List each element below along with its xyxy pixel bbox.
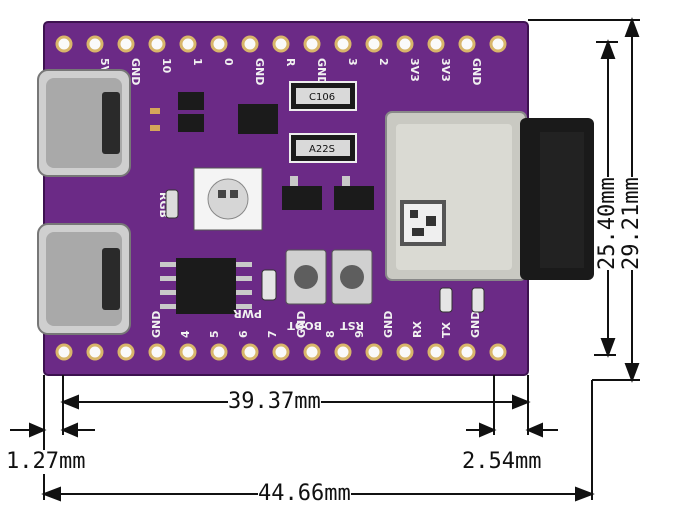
pin-label: 8 (324, 330, 337, 338)
rst-button (331, 249, 373, 305)
tx-led (471, 287, 485, 313)
header-pin (334, 35, 352, 53)
header-pin (86, 343, 104, 361)
pin-label: GND (150, 311, 163, 338)
dimension-edge-right: 2.54mm (462, 449, 542, 474)
header-pin (117, 343, 135, 361)
pin-label: GND (470, 58, 483, 85)
pin-label: GND (295, 311, 308, 338)
header-pin (55, 343, 73, 361)
dimension-width-total: 44.66mm (258, 481, 351, 506)
pin-label: GND (129, 58, 142, 85)
dimension-height-total: 29.21mm (619, 177, 644, 270)
rst-label: RST (340, 319, 364, 332)
pin-label: 3 (346, 58, 359, 66)
capacitor-a22s: A22S (289, 133, 357, 163)
pin-label: 3V3 (439, 58, 452, 82)
rgb-led (193, 167, 263, 231)
header-pin (303, 343, 321, 361)
header-pin (179, 343, 197, 361)
boot-button (285, 249, 327, 305)
header-pin (303, 35, 321, 53)
header-pin (272, 343, 290, 361)
pwr-led (261, 269, 277, 301)
header-pin (365, 35, 383, 53)
header-pin (179, 35, 197, 53)
capacitor-c106-label: C106 (309, 92, 335, 103)
flash-chip (160, 258, 252, 314)
header-pin (396, 343, 414, 361)
pin-label: 3V3 (408, 58, 421, 82)
header-pin (458, 343, 476, 361)
pin-label: GND (315, 58, 328, 85)
regulators (282, 176, 374, 210)
dimension-edge-left: 1.27mm (6, 449, 86, 474)
pin-label: GND (382, 311, 395, 338)
bottom-pin-labels: GND 4 5 6 7 GND 8 9 GND RX TX GND (150, 311, 482, 338)
header-pin (241, 35, 259, 53)
pin-label: 2 (377, 58, 390, 66)
usb-c-connector-bottom (37, 223, 131, 335)
dimension-width-inner: 39.37mm (228, 389, 321, 414)
capacitor-c106: C106 (289, 81, 357, 111)
pin-label: 5 (208, 330, 221, 338)
dimension-height-inner: 25.40mm (595, 177, 620, 270)
header-pin (489, 35, 507, 53)
pin-label: 1 (191, 58, 204, 66)
header-pin (427, 35, 445, 53)
header-pin (148, 35, 166, 53)
header-pin (396, 35, 414, 53)
pin-label: RX (411, 321, 424, 338)
header-pin (427, 343, 445, 361)
rx-led (439, 287, 453, 313)
header-pin (148, 343, 166, 361)
capacitor-a22s-label: A22S (309, 144, 335, 155)
pin-label: GND (469, 311, 482, 338)
pin-label: 6 (237, 330, 250, 338)
esp-module (385, 111, 527, 281)
pin-label: 9 (353, 330, 366, 338)
pin-label: 0 (222, 58, 235, 66)
header-pin (365, 343, 383, 361)
pwr-label: PWR (233, 307, 262, 320)
header-pin (86, 35, 104, 53)
header-pin (489, 343, 507, 361)
pin-label: 10 (160, 58, 173, 74)
pin-label: 7 (266, 330, 279, 338)
header-pin (210, 343, 228, 361)
header-pin (272, 35, 290, 53)
bottom-header-pins (55, 343, 507, 361)
header-pin (210, 35, 228, 53)
pin-label: R (284, 58, 297, 67)
pin-label: 4 (179, 330, 192, 338)
usb-c-connector-top (37, 69, 131, 177)
transistors (150, 92, 278, 134)
header-pin (458, 35, 476, 53)
pin-label: TX (440, 321, 453, 338)
header-pin (55, 35, 73, 53)
header-pin (334, 343, 352, 361)
pin-label: GND (253, 58, 266, 85)
top-header-pins (55, 35, 507, 53)
header-pin (117, 35, 135, 53)
header-pin (241, 343, 259, 361)
boot-label: BOOT (287, 319, 322, 332)
